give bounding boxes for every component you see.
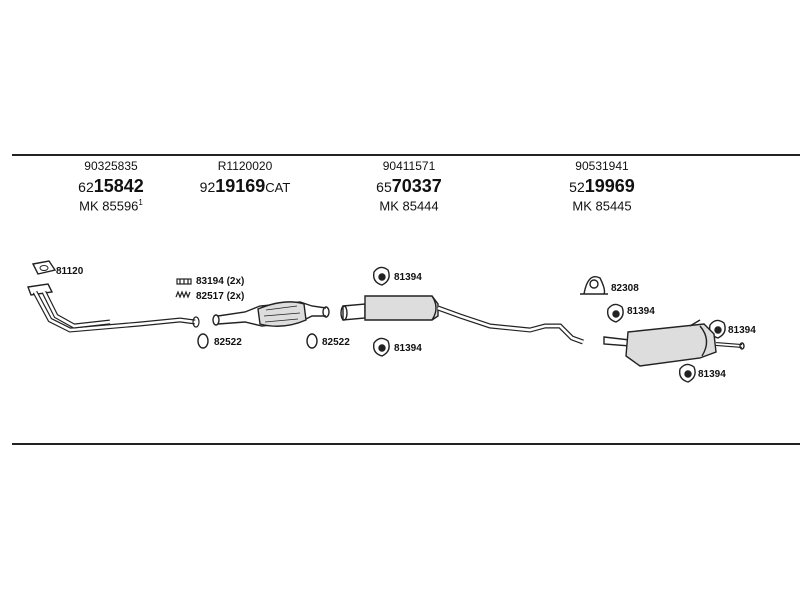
front-pipe-icon [27, 283, 200, 333]
spring-bolt-icon [175, 290, 191, 299]
spring-bolt-label: 82517 (2x) [196, 291, 245, 302]
rubber-mount-icon [372, 337, 390, 357]
group-rear-silencer: 90531941 5219969 MK 85445 [527, 160, 677, 212]
oe-number: 90531941 [575, 159, 629, 173]
clamp-label: 82308 [611, 283, 639, 294]
clamp-icon [580, 276, 608, 295]
ring-icon [197, 333, 209, 349]
mk-number: MK 855961 [79, 198, 143, 214]
mk-number: MK 85445 [572, 198, 632, 214]
group-catalytic-converter: R1120020 9219169CAT [170, 160, 320, 199]
mk-number: MK 85444 [379, 198, 439, 214]
top-divider [12, 154, 800, 156]
oe-number: 90411571 [382, 159, 436, 173]
ring-label: 82522 [322, 337, 350, 348]
rear-silencer-icon [603, 319, 745, 367]
part-number: 6215842 [78, 176, 144, 196]
mount-label: 81394 [394, 343, 422, 354]
rubber-mount-icon [372, 266, 390, 286]
ring-label: 82522 [214, 337, 242, 348]
group-front-pipe: 90325835 6215842 MK 855961 [36, 160, 186, 212]
rubber-mount-icon [678, 363, 696, 383]
catalytic-converter-icon [212, 301, 330, 327]
front-gasket-icon [31, 260, 57, 275]
bolt-icon [176, 278, 192, 285]
mount-label: 81394 [394, 272, 422, 283]
oe-number: 90325835 [84, 159, 138, 173]
rubber-mount-icon [708, 319, 726, 339]
middle-silencer-icon [340, 295, 584, 345]
bottom-divider [12, 443, 800, 445]
front-gasket-label: 81120 [56, 266, 84, 277]
group-middle-silencer: 90411571 6570337 MK 85444 [334, 160, 484, 212]
rubber-mount-icon [606, 303, 624, 323]
ring-icon [306, 333, 318, 349]
mount-label: 81394 [627, 306, 655, 317]
part-number: 5219969 [569, 176, 635, 196]
mount-label: 81394 [698, 369, 726, 380]
bolt-label: 83194 (2x) [196, 276, 245, 287]
oe-number: R1120020 [217, 159, 273, 173]
part-number: 9219169CAT [199, 176, 291, 196]
part-number: 6570337 [376, 176, 442, 196]
mount-label: 81394 [728, 325, 756, 336]
